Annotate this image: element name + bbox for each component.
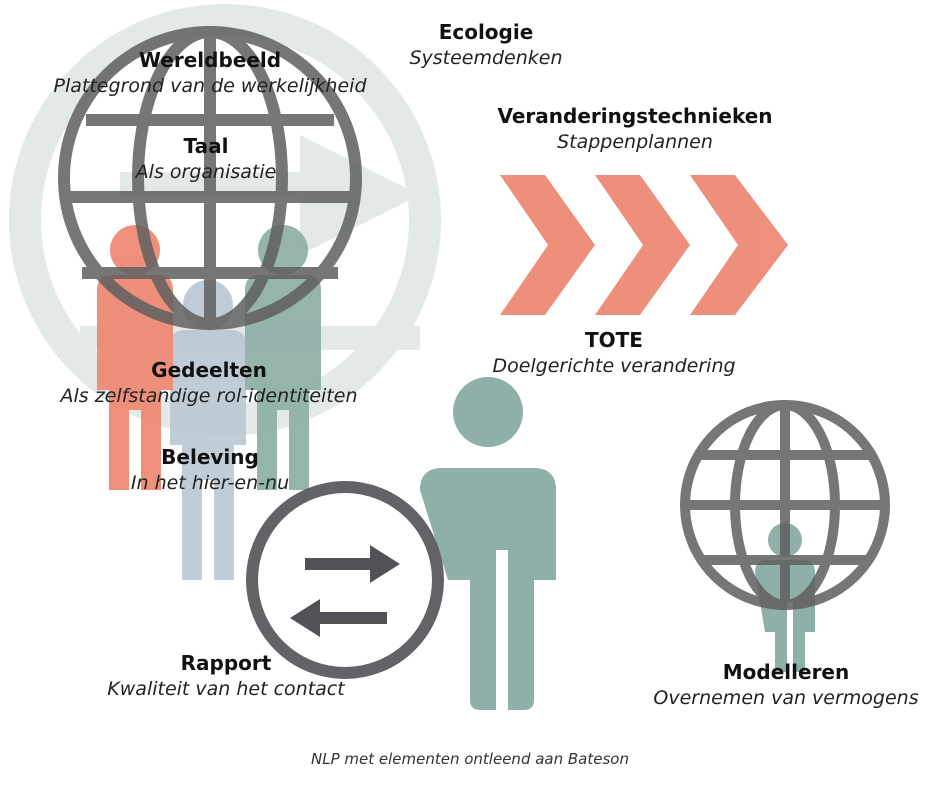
label-wereldbeeld: Wereldbeeld Plattegrond van de werkelijk… [53,47,366,99]
label-ecologie: Ecologie Systeemdenken [409,19,562,71]
label-subtitle: Doelgerichte verandering [492,355,736,377]
label-subtitle: Als zelfstandige rol-identiteiten [60,385,358,407]
label-modelleren: Modelleren Overnemen van vermogens [653,659,918,711]
label-title: Modelleren [722,660,850,684]
label-subtitle: Kwaliteit van het contact [107,678,345,700]
label-subtitle: Als organisatie [135,161,277,183]
chevrons-icon [500,175,788,315]
label-title: TOTE [585,328,643,352]
label-title: Rapport [180,651,272,675]
label-rapport: Rapport Kwaliteit van het contact [107,650,344,702]
label-subtitle: Stappenplannen [557,131,713,153]
label-gedeelten: Gedeelten Als zelfstandige rol-identitei… [61,357,358,409]
label-veranderingstechnieken: Veranderingstechnieken Stappenplannen [497,103,772,155]
label-title: Veranderingstechnieken [497,104,773,128]
label-title: Taal [183,134,229,158]
rapport-exchange-icon [246,481,444,679]
label-subtitle: In het hier-en-nu [130,472,290,494]
label-title: Wereldbeeld [138,48,282,72]
label-tote: TOTE Doelgerichte verandering [492,327,735,379]
label-title: Gedeelten [151,358,267,382]
globe-small-icon [680,400,890,610]
globe-icon [58,26,362,330]
label-subtitle: Systeemdenken [409,47,563,69]
label-taal: Taal Als organisatie [136,133,277,185]
label-beleving: Beleving In het hier-en-nu [131,444,289,496]
label-subtitle: Plattegrond van de werkelijkheid [53,75,367,97]
label-subtitle: Overnemen van vermogens [653,687,919,709]
label-title: Ecologie [438,20,534,44]
caption: NLP met elementen ontleend aan Bateson [311,750,629,768]
person-icon [420,377,556,710]
label-title: Beleving [161,445,259,469]
